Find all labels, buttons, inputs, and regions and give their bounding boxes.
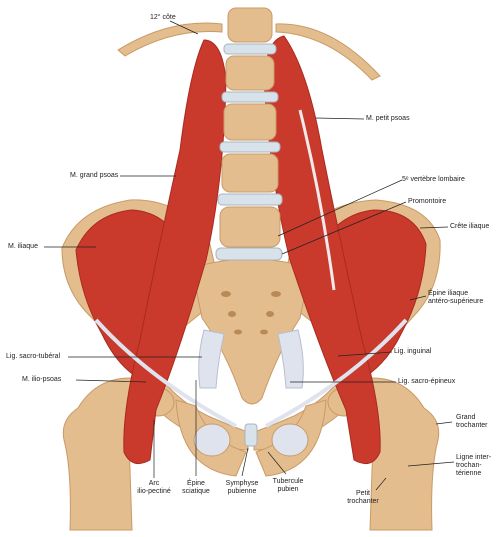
label-psoas-minor: M. petit psoas xyxy=(366,115,410,122)
label-asis-line1: Épine iliaque xyxy=(428,290,469,297)
label-pubic-symphysis: Symphyse pubienne xyxy=(216,480,268,496)
label-intertrochanteric-line: Ligne inter- trochan- térienne xyxy=(456,454,491,478)
label-iliac-crest: Crête iliaque xyxy=(450,223,490,230)
label-sacrotuberous-ligament: Lig. sacro-tubéral xyxy=(6,353,61,360)
symphysis xyxy=(244,423,258,447)
obturator-foramen-right xyxy=(271,423,309,457)
psoas-minor-tendon xyxy=(298,109,336,291)
label-pubic-symphysis-line1: Symphyse xyxy=(225,480,259,487)
sacrospinous-ligament-right xyxy=(277,329,304,389)
leader-lines xyxy=(44,20,455,491)
label-intertrochanteric-line2: trochan- xyxy=(456,462,482,469)
label-inguinal-ligament: Lig. inguinal xyxy=(394,348,432,355)
label-lesser-trochanter-line2: trochanter xyxy=(347,498,379,505)
label-sacrospinous-ligament: Lig. sacro-épineux xyxy=(398,378,456,385)
label-intertrochanteric-line1: Ligne inter- xyxy=(456,454,492,461)
label-iliopsoas: M. ilio-psoas xyxy=(22,376,62,383)
label-greater-trochanter-line2: trochanter xyxy=(456,422,488,429)
sacrospinous-ligament-left xyxy=(198,329,225,389)
label-ischial-spine-line2: sciatique xyxy=(182,488,210,495)
label-iliopectineal-arch-line2: ilio-pectiné xyxy=(137,488,171,495)
label-pubic-tubercle-line1: Tubercule xyxy=(272,478,304,485)
label-12th-rib: 12° côte xyxy=(150,14,176,21)
label-asis: Épine iliaque antéro-supérieure xyxy=(428,290,483,306)
label-pubic-tubercle-line2: pubien xyxy=(277,486,299,493)
label-ischial-spine-line1: Épine xyxy=(187,480,205,487)
label-greater-trochanter-line1: Grand xyxy=(456,414,476,421)
label-iliopectineal-arch-line1: Arc xyxy=(148,480,160,487)
label-5th-lumbar-vertebra: 5ᵉ vertèbre lombaire xyxy=(402,176,465,183)
label-asis-line2: antéro-supérieure xyxy=(428,298,484,305)
label-greater-trochanter: Grand trochanter xyxy=(456,414,488,430)
label-ischial-spine: Épine sciatique xyxy=(170,480,222,496)
rib-right xyxy=(275,23,381,81)
sacral-foramina xyxy=(221,291,281,335)
label-lesser-trochanter: Petit trochanter xyxy=(338,490,388,506)
rib-left xyxy=(117,22,223,57)
label-psoas-major: M. grand psoas xyxy=(70,172,119,179)
label-pubic-tubercle: Tubercule pubien xyxy=(262,478,314,494)
label-promontory: Promontoire xyxy=(408,198,447,205)
label-pubic-symphysis-line2: pubienne xyxy=(227,488,257,495)
inguinal-ligament-left xyxy=(94,318,237,428)
obturator-foramen-left xyxy=(193,423,231,457)
label-lesser-trochanter-line1: Petit xyxy=(355,490,370,497)
label-iliacus: M. iliaque xyxy=(8,243,38,250)
lumbar-spine xyxy=(215,7,283,261)
inguinal-ligament-right xyxy=(265,318,408,428)
label-intertrochanteric-line3: térienne xyxy=(456,470,482,477)
label-iliopectineal-arch: Arc ilio-pectiné xyxy=(126,480,182,496)
